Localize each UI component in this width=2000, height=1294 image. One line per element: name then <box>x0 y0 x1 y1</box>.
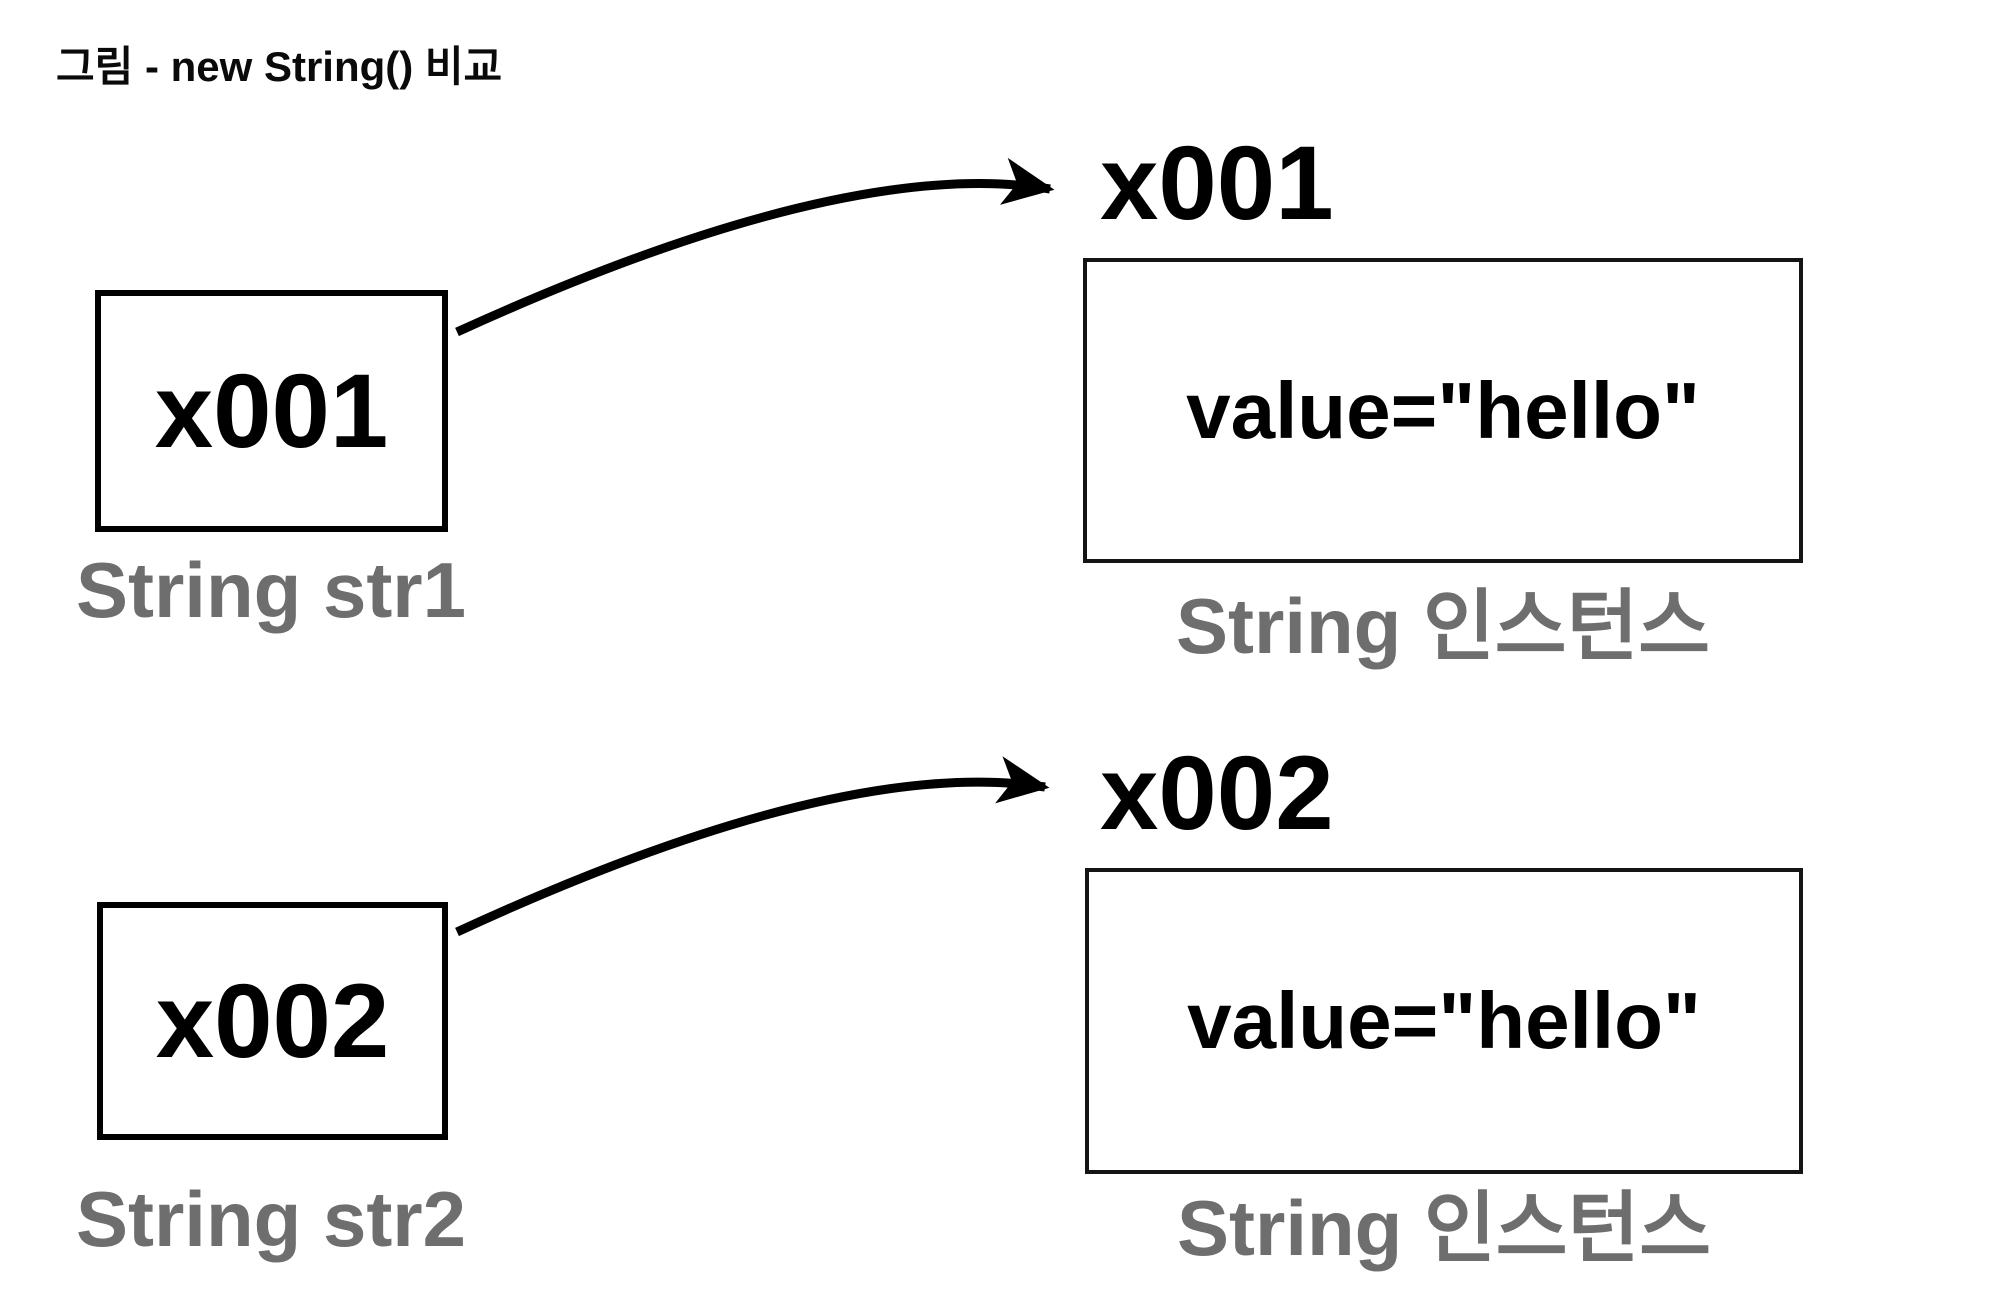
instance-address-heading-2: x002 <box>1100 735 1334 852</box>
arrow-str2-to-instance <box>455 756 1050 937</box>
variable-caption-str1: String str1 <box>75 546 467 634</box>
instance-value-1: value="hello" <box>1186 365 1700 455</box>
instance-box-2: value="hello" <box>1085 868 1803 1174</box>
variable-box-str2: x002 <box>97 902 448 1140</box>
variable-caption-str2: String str2 <box>75 1175 467 1263</box>
instance-value-2: value="hello" <box>1187 976 1701 1065</box>
diagram-title: 그림 - new String() 비교 <box>56 43 503 90</box>
instance-address-heading-1: x001 <box>1100 125 1334 242</box>
instance-box-1: value="hello" <box>1083 258 1803 563</box>
instance-caption-1: String 인스턴스 <box>1175 582 1711 670</box>
instance-caption-2: String 인스턴스 <box>1176 1184 1712 1272</box>
variable-box-str1-label: x001 <box>154 352 389 470</box>
variable-box-str2-label: x002 <box>155 962 390 1080</box>
variable-box-str1: x001 <box>95 290 448 532</box>
arrow-str1-to-instance <box>455 157 1055 337</box>
